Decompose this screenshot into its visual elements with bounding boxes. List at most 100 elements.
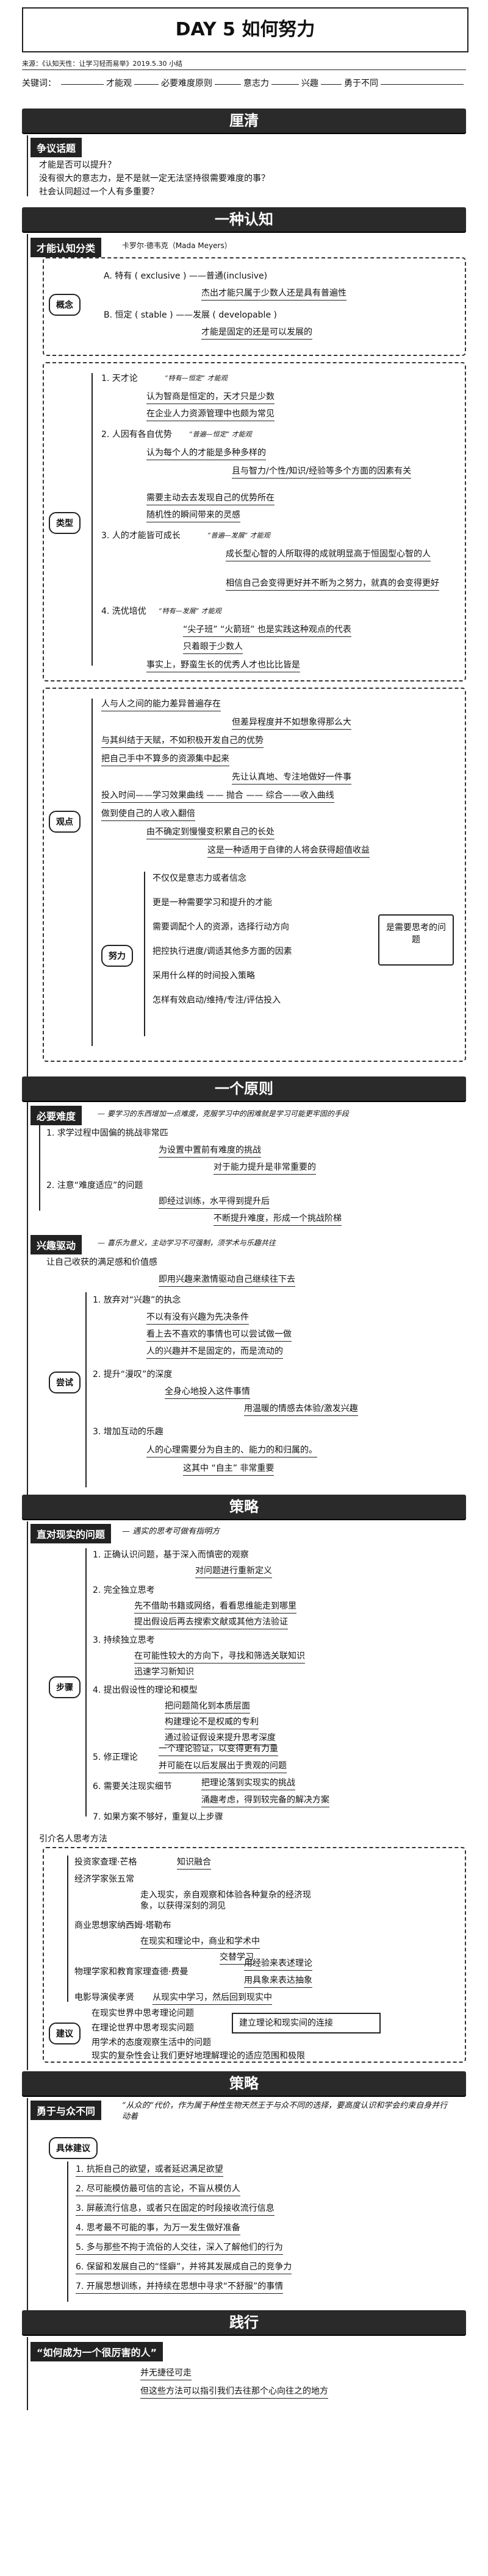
step-6-a: 把理论落到实现实的挑战 [201,1777,295,1790]
advice-1: 在现实世界中思考理论问题 [92,2008,194,2018]
step-3: 3. 持续独立思考 [93,1635,155,1645]
type-3-b: 相信自己会变得更好并不断为之努力，就真的会变得更好 [226,578,439,591]
tag-real-problems: 直对现实的问题 [30,1524,112,1543]
step-7: 7. 如果方案不够好，重复以上步骤 [93,1812,223,1822]
type-4-b: 只着眼于少数人 [183,641,243,654]
spine-line [27,1521,28,2070]
step-5: 5. 修正理论 [93,1752,138,1762]
methods-group [43,1847,466,2063]
concept-b: B. 恒定 ( stable ) ——发展 ( developable ) [104,310,277,320]
difficulty-2-b: 不断提升难度，形成一个挑战阶梯 [214,1213,342,1226]
keyword-item: 意志力 [241,78,271,89]
type-2: 2. 人因有各自优势 [101,430,172,439]
view-4: 把自己手中不算多的资源集中起来 [101,753,229,766]
interest-2-a: 全身心地投入这件事情 [165,1386,250,1399]
advice-2-box-text: 建立理论和现实间的连接 [239,2018,333,2028]
types-group [43,362,466,681]
type-3: 3. 人的才能皆可成长 [101,531,181,541]
question-1: 才能是否可以提升？ [39,160,116,170]
type-1-a: 认为智商是恒定的，天才只是少数 [146,391,274,404]
method-3: 商业思想家纳西姆·塔勒布 [74,1921,171,1930]
views-group [43,688,466,1062]
type-1-b: 在企业人力资源管理中也颇为常见 [146,408,274,421]
author-note: 卡罗尔·德韦克（Mada Meyers） [122,241,232,250]
method-4-b: 用具象来表达抽象 [244,1975,312,1988]
interest-0b: 即用兴趣来激情驱动自己继续往下去 [159,1274,295,1287]
difficulty-1: 1. 求学过程中固偏的挑战非常匹 [46,1128,168,1138]
interest-2-b: 用温暖的情感去体验/激发兴趣 [244,1403,358,1416]
concept-a-desc: 杰出才能只属于少数人还是具有普遍性 [201,288,346,301]
view-7: 做到使自己的人收入翻倍 [101,808,195,821]
difficulty-connector [39,1125,40,1211]
method-5: 电影导演侯孝贤 [74,1993,134,2002]
courage-5: 5. 多与那些不拘于流俗的人交往，深入了解他们的行为 [76,2242,283,2255]
tag-interest-drive: 兴趣驱动 [30,1235,82,1254]
type-4: 4. 洗优培优 [101,607,146,616]
view-6: 投入时间——学习效果曲线 —— 抛合 —— 综合——收入曲线 [101,790,334,803]
step-4-c: 通过验证假设来提升思考深度 [165,1732,276,1745]
effort-summary-text: 是需要思考的问题 [386,923,446,945]
step-2: 2. 完全独立思考 [93,1585,155,1595]
effort-summary-box: 是需要思考的问题 [378,914,454,966]
effort-3: 需要调配个人的资源，选择行动方向 [152,922,289,932]
title-box: DAY 5 如何努力 [22,7,468,52]
step-4-b: 构建理论不是权威的专利 [165,1717,259,1729]
tag-talent-cognition: 才能认知分类 [30,238,102,257]
views-connector [92,699,93,1046]
difficulty-2: 2. 注意“难度适应”的问题 [46,1181,143,1190]
step-4-a: 把问题简化到本质层面 [165,1701,250,1713]
step-4: 4. 提出假设性的理论和模型 [93,1685,198,1695]
tag-courage: 勇于与众不同 [30,2101,102,2120]
courage-6: 6. 保留和发展自己的“怪癖”，并将其发展成自己的竞争力 [76,2261,292,2274]
method-3-b: 交替学习 [220,1952,254,1965]
try-label: 尝试 [49,1372,81,1393]
difficulty-1-a: 为设置中置前有难度的挑战 [159,1145,261,1158]
advice-3: 用学术的态度观察生活中的问题 [92,2038,211,2048]
spine-line [27,2337,28,2410]
courage-note: “从众的”代价，作为属于种性生物天然王于与众不同的选择，要高度认识和学会约束自身… [122,2101,448,2121]
method-4-a: 用经验来表述理论 [244,1958,312,1971]
effort-2: 更是一种需要学习和提升的才能 [152,898,272,908]
step-2-a: 先不借助书籍或网络，看看思维能走到哪里 [134,1601,296,1614]
steps-connector [85,1548,87,1816]
step-1-a: 对问题进行重新定义 [195,1565,272,1578]
view-1: 人与人之间的能力差异普遍存在 [101,699,221,711]
interest-1: 1. 放弃对“兴趣”的执念 [93,1295,181,1305]
interest-1-a: 不以有没有兴趣为先决条件 [146,1312,249,1325]
quote-label: 引介名人思考方法 [39,1834,107,1844]
method-1: 投资家查理·芒格 [74,1857,137,1867]
type-2-a: 认为每个人的才能是多种多样的 [146,447,266,460]
spine-line [27,234,28,1148]
advice-4: 现实的复杂性会让我们更好地理解理论的适应范围和极限 [92,2051,305,2061]
type-4-a: “尖子班” “火箭班” 也是实践这种观点的代表 [183,624,351,637]
step-6: 6. 需要关注现实细节 [93,1782,172,1791]
interest-3-a: 人的心理需要分为自主的、能力的和归属的。 [146,1445,317,1457]
type-1-note: “特有—恒定” 才能观 [165,374,228,382]
type-4-note: “特有—发展” 才能观 [159,607,221,615]
question-3: 社会认同超过一个人有多重要？ [39,187,159,197]
type-2-note: “普遍—恒定” 才能观 [189,430,252,438]
advice-2: 在理论世界中思考现实问题 [92,2023,194,2033]
type-2-c: 需要主动去去发现自己的优势所在 [146,493,274,505]
methods-connector [67,1856,68,2002]
section-banner-strategy-2: 策略 [22,2071,466,2096]
type-3-a: 成长型心智的人所取得的成就明显高于恒固型心智的人 [226,549,431,561]
courage-3: 3. 屏蔽流行信息，或者只在固定的时段接收流行信息 [76,2203,274,2216]
views-label: 观点 [49,811,81,833]
source-line: 来源：《认知天性：让学习轻而易举》2019.5.30 小结 [22,60,182,68]
advice-label: 建议 [49,2023,81,2044]
courage-1: 1. 抗拒自己的欲望，或者延迟满足欲望 [76,2164,223,2177]
courage-connector [67,2161,68,2302]
keyword-item: 才能观 [104,78,134,89]
courage-7: 7. 开展思想训练，并持续在思想中寻求“不舒服”的事情 [76,2281,284,2294]
difficulty-note: — 要学习的东西增加一点难度，克服学习中的困难就是学习可能更牢固的手段 [98,1109,349,1118]
type-4-c: 事实上，野蛮生长的优秀人才也比比皆是 [146,660,300,672]
interest-note: — 喜乐为意义，主动学习不可强制，须学术与乐趣共往 [98,1239,276,1247]
difficulty-2-a: 即经过训练，水平得到提升后 [159,1196,270,1209]
difficulty-1-b: 对于能力提升是非常重要的 [214,1162,316,1175]
section-banner-clarify: 厘清 [22,109,466,133]
header-divider [22,69,466,70]
concept-group [43,257,466,356]
effort-label: 努力 [101,945,133,967]
